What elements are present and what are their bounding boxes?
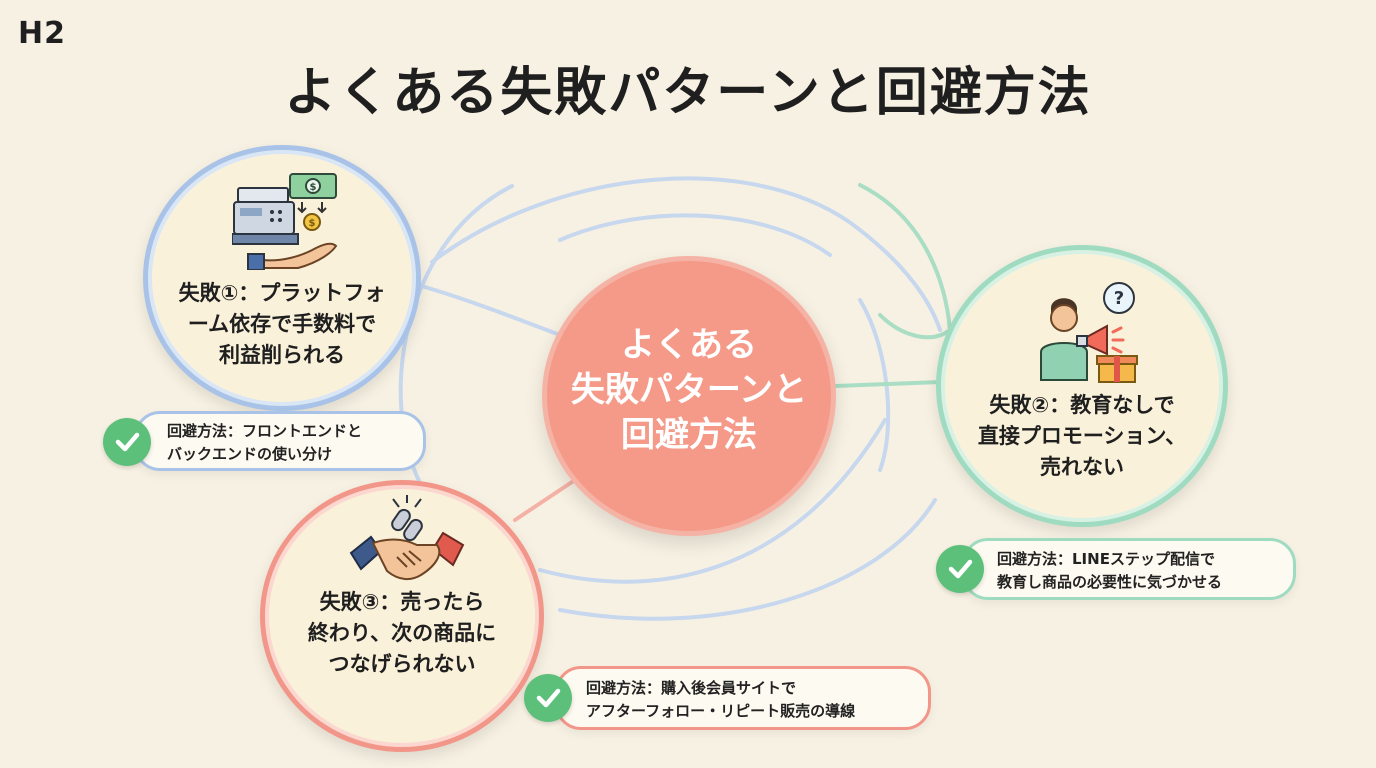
- failure-2-label: 失敗②：教育なしで 直接プロモーション、 売れない: [941, 390, 1223, 483]
- handshake-icon: [349, 495, 465, 581]
- failure-1-line-1: 失敗①：プラットフォ: [178, 281, 386, 305]
- check-circle-icon: [103, 418, 151, 466]
- failure-3-line-3: つなげられない: [328, 652, 476, 676]
- solution-3-line-1: 回避方法：購入後会員サイトで: [586, 679, 797, 697]
- connector-arc-blue-inner: [558, 213, 832, 257]
- solution-1-line-1: 回避方法：フロントエンドと: [167, 422, 363, 440]
- solution-2-bubble: 回避方法：LINEステップ配信で 教育し商品の必要性に気づかせる: [962, 538, 1296, 600]
- center-label: よくある 失敗パターンと 回避方法: [547, 323, 831, 458]
- check-circle-icon: [936, 545, 984, 593]
- page-title: よくある失敗パターンと回避方法: [284, 63, 1092, 123]
- cash-register-icon: $ $: [232, 173, 338, 270]
- failure-1-label: 失敗①：プラットフォ ーム依存で手数料で 利益削られる: [148, 278, 416, 371]
- failure-3-label: 失敗③：売ったら 終わり、次の商品に つなげられない: [265, 587, 539, 680]
- failure-3-node: 失敗③：売ったら 終わり、次の商品に つなげられない: [260, 480, 544, 752]
- center-line-2: 失敗パターンと: [570, 370, 808, 410]
- solution-2-line-2: 教育し商品の必要性に気づかせる: [997, 573, 1223, 591]
- solution-1-bubble: 回避方法：フロントエンドと バックエンドの使い分け: [134, 411, 426, 471]
- failure-1-line-3: 利益削られる: [219, 343, 345, 367]
- connector-line-red: [513, 478, 577, 522]
- failure-2-line-3: 売れない: [1040, 455, 1124, 479]
- solution-1-line-2: バックエンドの使い分け: [167, 445, 333, 463]
- connector-arc-blue-right: [858, 298, 891, 472]
- solution-3-bubble: 回避方法：購入後会員サイトで アフターフォロー・リピート販売の導線: [555, 666, 931, 730]
- failure-1-line-2: ーム依存で手数料で: [187, 312, 377, 336]
- center-line-3: 回避方法: [621, 415, 757, 455]
- failure-1-node: $ $ 失敗①：プラットフォ ーム依存で手数料で 利益削られる: [143, 145, 421, 411]
- failure-2-line-1: 失敗②：教育なしで: [989, 393, 1175, 417]
- failure-3-line-1: 失敗③：売ったら: [319, 590, 485, 614]
- solution-2-line-1: 回避方法：LINEステップ配信で: [997, 550, 1215, 568]
- connector-arc-blue-lower: [538, 418, 887, 584]
- connector-line-green: [834, 380, 942, 388]
- heading-tag: H2: [18, 16, 66, 51]
- failure-2-line-2: 直接プロモーション、: [977, 424, 1187, 448]
- failure-2-node: ? 失敗②：教育なしで 直接プロモーション、 売れない: [936, 245, 1228, 527]
- connector-arc-blue-top: [430, 176, 942, 332]
- check-circle-icon: [524, 674, 572, 722]
- connector-arc-blue-bottom: [558, 498, 937, 621]
- solution-3-line-2: アフターフォロー・リピート販売の導線: [586, 702, 856, 720]
- svg-text:$: $: [309, 218, 316, 229]
- center-node: よくある 失敗パターンと 回避方法: [542, 256, 836, 536]
- svg-text:$: $: [310, 182, 317, 193]
- svg-text:?: ?: [1114, 288, 1124, 309]
- center-line-1: よくある: [621, 325, 757, 365]
- connector-line-blue: [416, 283, 562, 337]
- megaphone-person-icon: ?: [1040, 282, 1138, 383]
- failure-3-line-2: 終わり、次の商品に: [307, 621, 497, 645]
- connector-arc-green: [858, 183, 953, 340]
